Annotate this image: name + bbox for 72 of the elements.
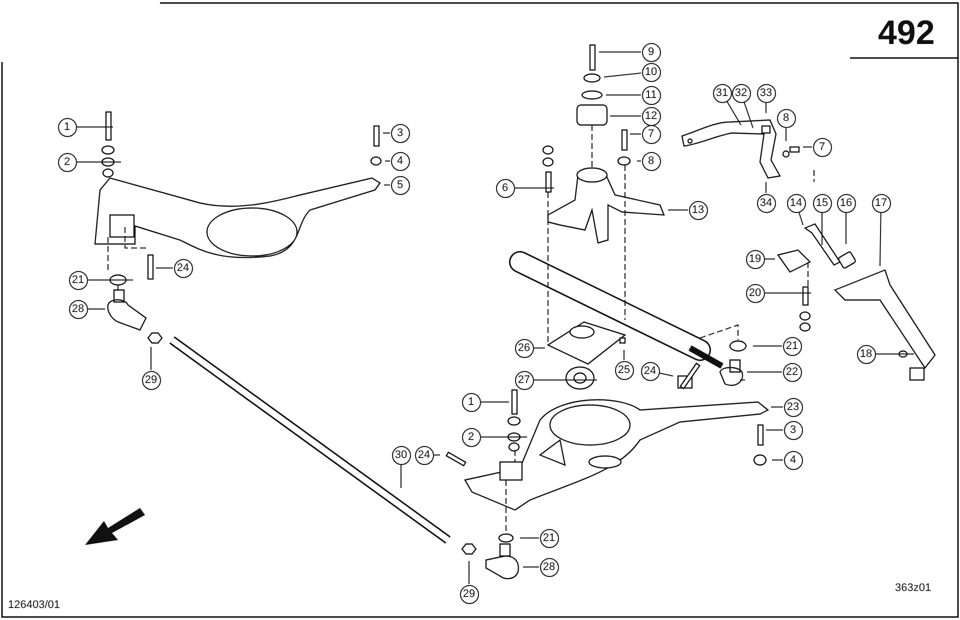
- callout-number: 9: [642, 42, 660, 62]
- leader-line: [384, 184, 390, 186]
- leader-line: [770, 406, 784, 408]
- leader-line: [434, 454, 440, 456]
- leader-line: [880, 212, 882, 266]
- callout-number: 3: [390, 124, 410, 142]
- callout-number: 19: [746, 250, 764, 268]
- leader-line: [636, 160, 642, 162]
- leader-line: [764, 292, 812, 294]
- leader-line: [468, 560, 470, 584]
- callout-number: 26: [514, 338, 534, 358]
- callout-number: 8: [642, 152, 660, 170]
- leader-line: [744, 102, 754, 128]
- leader-line: [659, 372, 674, 376]
- callout-number: 20: [746, 284, 764, 302]
- callout-number: 7: [642, 124, 660, 144]
- leader-line: [480, 436, 528, 438]
- callout-number: 21: [540, 528, 558, 548]
- leader-line: [384, 160, 390, 162]
- callout-number: 7: [812, 138, 832, 156]
- leader-line: [76, 126, 114, 128]
- callout-number: 24: [640, 362, 660, 380]
- leader-line: [88, 308, 106, 310]
- callout-number: 1: [462, 392, 480, 412]
- callout-number: 30: [392, 446, 410, 464]
- callout-number: 17: [872, 194, 890, 212]
- callout-number: 1: [58, 118, 76, 136]
- leader-line: [726, 101, 742, 126]
- callout-number: 14: [786, 194, 806, 212]
- callout-number: 29: [142, 370, 160, 390]
- callout-number: 23: [784, 398, 802, 416]
- callout-number: 24: [174, 258, 192, 278]
- leader-line: [400, 464, 402, 488]
- callout-number: 2: [58, 152, 76, 172]
- callout-number: 11: [642, 86, 660, 104]
- callout-number: 34: [756, 194, 776, 212]
- callout-number: 18: [856, 344, 876, 364]
- drawing-number: 126403/01: [8, 599, 60, 611]
- callout-number: 16: [836, 194, 856, 212]
- callout-number: 21: [782, 336, 802, 356]
- callout-number: 28: [540, 558, 558, 576]
- callout-number: 15: [812, 194, 832, 212]
- leader-line: [798, 212, 804, 226]
- callout-number: 33: [756, 84, 776, 102]
- callout-number: 24: [414, 446, 434, 464]
- leader-line: [382, 132, 390, 134]
- callout-number: 22: [782, 362, 802, 382]
- callout-number: 4: [784, 450, 802, 470]
- leader-line: [604, 72, 642, 78]
- callout-number: 13: [688, 200, 708, 220]
- leader-line: [522, 566, 540, 568]
- leader-line: [150, 346, 152, 370]
- callout-number: 3: [784, 420, 802, 440]
- callout-number: 31: [712, 84, 732, 102]
- callout-number: 21: [68, 270, 88, 290]
- callout-number: 28: [68, 300, 88, 318]
- callout-number: 29: [460, 584, 478, 604]
- callout-number: 27: [514, 370, 534, 390]
- leader-line: [802, 146, 812, 148]
- callout-number: 10: [642, 62, 660, 82]
- leader-line: [606, 94, 642, 96]
- callout-number: 12: [642, 106, 660, 126]
- drawing-number: 363z01: [895, 582, 932, 594]
- callout-number: 4: [390, 152, 410, 170]
- callout-number: 8: [776, 108, 796, 128]
- callout-number: 5: [390, 176, 410, 194]
- callout-number: 2: [462, 428, 480, 446]
- page-number: 492: [878, 14, 935, 53]
- leader-line: [764, 258, 776, 260]
- callout-number: 6: [496, 178, 514, 198]
- callout-number: 25: [614, 360, 634, 380]
- callout-number: 32: [732, 84, 750, 102]
